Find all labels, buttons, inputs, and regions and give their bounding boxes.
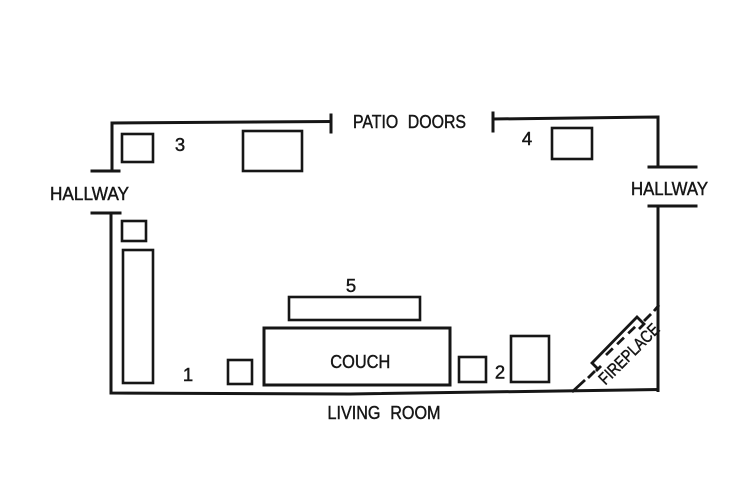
- svg-text:3: 3: [175, 134, 185, 155]
- svg-text:1: 1: [183, 364, 193, 385]
- svg-text:LIVING ROOM: LIVING ROOM: [328, 402, 441, 423]
- svg-text:HALLWAY: HALLWAY: [50, 183, 129, 204]
- svg-text:4: 4: [522, 128, 532, 149]
- svg-text:COUCH: COUCH: [330, 351, 390, 372]
- svg-text:PATIO DOORS: PATIO DOORS: [353, 111, 466, 132]
- svg-text:5: 5: [346, 275, 356, 296]
- svg-text:2: 2: [495, 362, 505, 383]
- svg-text:HALLWAY: HALLWAY: [631, 178, 708, 199]
